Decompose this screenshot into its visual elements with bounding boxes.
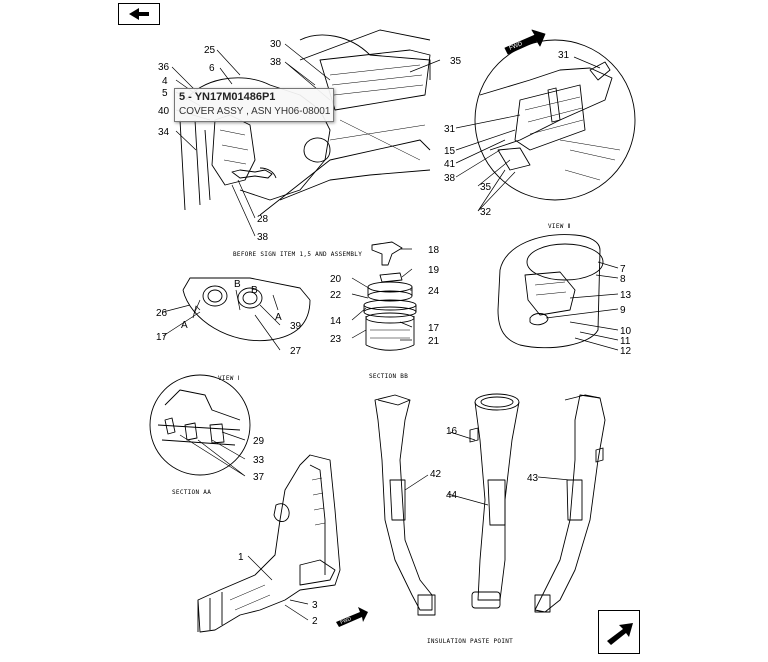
callout-12[interactable]: 12 <box>620 346 632 357</box>
callout-34[interactable]: 34 <box>158 127 170 138</box>
fwd-label-top: FWD <box>509 41 525 52</box>
callout-14[interactable]: 14 <box>330 316 342 327</box>
vent-circle-detail <box>182 277 311 342</box>
tooltip-description: COVER ASSY , ASN YH06-08001 <box>179 106 331 117</box>
callout-43[interactable]: 43 <box>527 473 539 484</box>
callout-39[interactable]: 39 <box>290 321 302 332</box>
caption-view-i: VIEW Ⅰ <box>218 375 240 382</box>
callout-2[interactable]: 2 <box>312 616 318 627</box>
detail-circle-top-right <box>474 29 636 201</box>
callout-18[interactable]: 18 <box>428 245 440 256</box>
callout-21[interactable]: 21 <box>428 336 440 347</box>
callout-32[interactable]: 32 <box>480 207 492 218</box>
callout-38-bottom[interactable]: 38 <box>257 232 269 243</box>
callout-41[interactable]: 41 <box>444 159 456 170</box>
callout-25[interactable]: 25 <box>204 45 216 56</box>
callout-35-right[interactable]: 35 <box>480 182 492 193</box>
callout-35-top[interactable]: 35 <box>450 56 462 67</box>
callout-28[interactable]: 28 <box>257 214 269 225</box>
callout-38-top[interactable]: 38 <box>270 57 282 68</box>
callout-7[interactable]: 7 <box>620 264 626 275</box>
stacked-fitting <box>363 241 417 351</box>
callout-16[interactable]: 16 <box>446 426 458 437</box>
previous-page-button[interactable] <box>118 3 160 25</box>
fwd-label-bottom: FWD <box>340 616 353 626</box>
section-mark-a-right: A <box>275 312 282 323</box>
callout-23[interactable]: 23 <box>330 334 342 345</box>
section-mark-b-right: B <box>251 285 258 296</box>
callout-17-mid[interactable]: 17 <box>428 323 440 334</box>
callout-9[interactable]: 9 <box>620 305 626 316</box>
callout-38-right[interactable]: 38 <box>444 173 456 184</box>
fwd-arrow-top: FWD <box>505 30 545 54</box>
callout-31-top[interactable]: 31 <box>558 50 570 61</box>
callout-24[interactable]: 24 <box>428 286 440 297</box>
cab-interior-drawing <box>179 29 431 216</box>
arrow-back-icon <box>129 8 149 20</box>
caption-view-ii: VIEW Ⅱ <box>548 223 571 230</box>
callout-37[interactable]: 37 <box>253 472 265 483</box>
callout-26[interactable]: 26 <box>156 308 168 319</box>
fwd-arrow-bottom: FWD <box>336 607 368 627</box>
callout-20[interactable]: 20 <box>330 274 342 285</box>
callout-13[interactable]: 13 <box>620 290 632 301</box>
callout-29[interactable]: 29 <box>253 436 265 447</box>
caption-section-aa: SECTION AA <box>172 489 211 496</box>
view-i-circle <box>149 374 251 476</box>
callout-17-left[interactable]: 17 <box>156 332 168 343</box>
view-ii-duct <box>497 234 604 349</box>
callout-44[interactable]: 44 <box>446 490 458 501</box>
section-markers: A B B A <box>181 279 282 331</box>
callout-6[interactable]: 6 <box>209 63 215 74</box>
arrow-forward-icon <box>607 623 633 645</box>
callout-5[interactable]: 5 <box>162 88 168 99</box>
callout-31-left[interactable]: 31 <box>444 124 456 135</box>
duct-right <box>534 394 606 613</box>
caption-section-bb: SECTION BB <box>369 373 408 380</box>
callout-36[interactable]: 36 <box>158 62 170 73</box>
section-mark-a-left: A <box>181 320 188 331</box>
caption-insulation: INSULATION PASTE POINT <box>427 638 513 645</box>
section-mark-b-left: B <box>234 279 241 290</box>
callout-8[interactable]: 8 <box>620 274 626 285</box>
main-duct-section-aa <box>197 454 341 633</box>
callout-15[interactable]: 15 <box>444 146 456 157</box>
callout-27[interactable]: 27 <box>290 346 302 357</box>
callout-40[interactable]: 40 <box>158 106 170 117</box>
callout-3[interactable]: 3 <box>312 600 318 611</box>
callout-10[interactable]: 10 <box>620 326 632 337</box>
callout-11[interactable]: 11 <box>620 336 631 347</box>
callout-30[interactable]: 30 <box>270 39 282 50</box>
callout-33[interactable]: 33 <box>253 455 265 466</box>
callout-4[interactable]: 4 <box>162 76 168 87</box>
duct-center <box>469 393 520 609</box>
callout-1[interactable]: 1 <box>238 552 244 563</box>
tooltip-part-number: 5 - YN17M01486P1 <box>179 91 276 103</box>
part-tooltip: 5 - YN17M01486P1 COVER ASSY , ASN YH06-0… <box>174 88 334 122</box>
duct-left <box>374 394 436 616</box>
callout-22[interactable]: 22 <box>330 290 342 301</box>
callout-numbers: 36 4 5 40 34 25 6 30 38 35 31 31 15 41 3… <box>156 39 632 627</box>
callout-19[interactable]: 19 <box>428 265 440 276</box>
caption-before-sign: BEFORE SIGN ITEM 1,5 AND ASSEMBLY <box>233 251 362 258</box>
next-page-button[interactable] <box>598 610 640 654</box>
callout-42[interactable]: 42 <box>430 469 442 480</box>
leader-lines <box>162 43 619 621</box>
